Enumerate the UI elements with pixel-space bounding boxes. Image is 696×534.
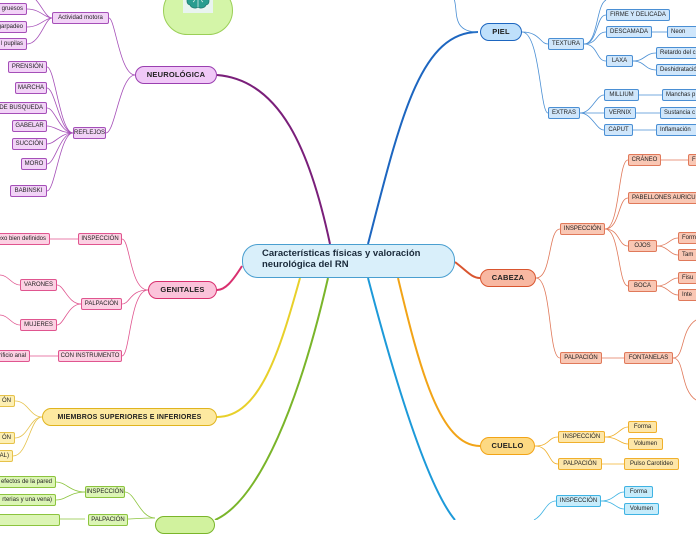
piel-laxa-item-1[interactable]: Retardo del c <box>656 47 696 59</box>
piel-laxa-item-2[interactable]: Deshidratació <box>656 64 696 76</box>
cabeza-fontanelas[interactable]: FONTANELAS <box>624 352 673 364</box>
abdomen-inspeccion-item-1[interactable]: efectos de la pared <box>0 476 56 488</box>
piel-textura[interactable]: TEXTURA <box>548 38 584 50</box>
torax-volumen[interactable]: Volumen <box>624 503 659 515</box>
topic-cabeza[interactable]: CABEZA <box>480 269 536 287</box>
abdomen-inspeccion[interactable]: INSPECCIÓN <box>85 486 125 498</box>
abdomen-palpacion-item[interactable] <box>0 514 60 526</box>
torax-forma[interactable]: Forma <box>624 486 653 498</box>
piel-descamada-item[interactable]: Neon <box>667 26 696 38</box>
cuello-pulso-carotideo[interactable]: Pulso Carotídeo <box>624 458 679 470</box>
motora-item-parpadeo[interactable]: garpadeo <box>0 21 27 33</box>
piel-millium-item[interactable]: Manchas p <box>662 89 696 101</box>
cabeza-ojos-tamano[interactable]: Tam <box>678 249 696 261</box>
motora-item-gruesos[interactable]: gruesos <box>0 3 27 15</box>
cuello-forma[interactable]: Forma <box>628 421 657 433</box>
genitales-instrumento[interactable]: CON INSTRUMENTO <box>58 350 122 362</box>
piel-caput[interactable]: CAPUT <box>604 124 633 136</box>
cabeza-pabellones[interactable]: PABELLONES AURICU <box>628 192 696 204</box>
reflejo-marcha[interactable]: MARCHA <box>15 82 47 94</box>
topic-cuello[interactable]: CUELLO <box>480 437 535 455</box>
genitales-mujeres[interactable]: MUJERES <box>20 319 57 331</box>
genitales-inspeccion-item[interactable]: exo bien definidos <box>0 233 50 245</box>
genitales-varones[interactable]: VARONES <box>20 279 57 291</box>
cuello-palpacion[interactable]: PALPACIÓN <box>558 458 602 470</box>
torax-inspeccion[interactable]: INSPECCIÓN <box>556 495 601 507</box>
cabeza-palpacion[interactable]: PALPACIÓN <box>560 352 602 364</box>
piel-descamada[interactable]: DESCAMADA <box>606 26 652 38</box>
genitales-inspeccion[interactable]: INSPECCIÓN <box>78 233 122 245</box>
cabeza-boca[interactable]: BOCA <box>628 280 657 292</box>
subtopic-reflejos[interactable]: REFLEJOS <box>73 127 106 139</box>
topic-miembros[interactable]: MIEMBROS SUPERIORES E INFERIORES <box>42 408 217 426</box>
piel-laxa[interactable]: LAXA <box>606 55 633 67</box>
abdomen-palpacion[interactable]: PALPACIÓN <box>88 514 128 526</box>
piel-extras[interactable]: EXTRAS <box>548 107 580 119</box>
central-topic[interactable]: Características físicas y valoración neu… <box>242 244 455 278</box>
topic-neurologica[interactable]: NEUROLÓGICA <box>135 66 217 84</box>
piel-millium[interactable]: MILLIUM <box>604 89 639 101</box>
piel-vernix-item[interactable]: Sustancia c <box>660 107 696 119</box>
cabeza-boca-fisura[interactable]: Fisu <box>678 272 696 284</box>
piel-caput-item[interactable]: Inflamación <box>656 124 696 136</box>
piel-vernix[interactable]: VERNIX <box>604 107 636 119</box>
cabeza-ojos[interactable]: OJOS <box>628 240 657 252</box>
brain-illustration <box>183 0 213 13</box>
cuello-volumen[interactable]: Volumen <box>628 438 663 450</box>
cuello-inspeccion[interactable]: INSPECCIÓN <box>558 431 605 443</box>
reflejo-babinski[interactable]: BABINSKI <box>10 185 47 197</box>
brain-image-node <box>163 0 233 35</box>
cabeza-craneo[interactable]: CRÁNEO <box>628 154 661 166</box>
cabeza-boca-integridad[interactable]: Inte <box>678 289 696 301</box>
reflejo-busqueda[interactable]: DE BUSQUEDA <box>0 102 47 114</box>
miembros-item-1[interactable]: ÓN <box>0 395 15 407</box>
topic-piel[interactable]: PIEL <box>480 23 522 41</box>
cabeza-ojos-forma[interactable]: Form <box>678 232 696 244</box>
motora-item-pupilas[interactable]: l pupilas <box>0 38 27 50</box>
genitales-palpacion[interactable]: PALPACIÓN <box>81 298 122 310</box>
subtopic-actividad-motora[interactable]: Actividad motora <box>52 12 109 24</box>
cabeza-inspeccion[interactable]: INSPECCIÓN <box>560 223 605 235</box>
reflejo-gabelar[interactable]: GABELAR <box>12 120 47 132</box>
reflejo-moro[interactable]: MORO <box>21 158 47 170</box>
mind-map-connectors <box>0 0 696 520</box>
abdomen-inspeccion-item-2[interactable]: rterias y una vena) <box>0 494 56 506</box>
brain-icon <box>186 0 210 9</box>
topic-genitales[interactable]: GENITALES <box>148 281 217 299</box>
miembros-item-2[interactable]: ÓN <box>0 432 15 444</box>
piel-firme-delicada[interactable]: FIRME Y DELICADA <box>606 9 670 21</box>
topic-abdomen[interactable] <box>155 516 215 534</box>
reflejo-prension[interactable]: PRENSIÓN <box>8 61 47 73</box>
cabeza-craneo-item[interactable]: F <box>688 154 696 166</box>
reflejo-succion[interactable]: SUCCIÓN <box>12 138 47 150</box>
miembros-item-3[interactable]: NAL) <box>0 450 13 462</box>
genitales-instrumento-item[interactable]: rificio anal <box>0 350 30 362</box>
